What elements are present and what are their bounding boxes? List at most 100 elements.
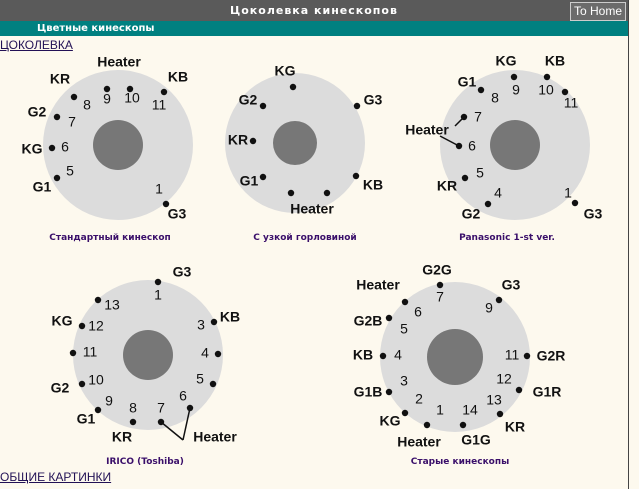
pin-number: 4 [201, 345, 209, 361]
to-home-button[interactable]: To Home [569, 2, 626, 21]
pin-dot [561, 88, 569, 96]
pin-number: 7 [68, 114, 76, 130]
section-header: Цветные кинескопы [0, 21, 628, 36]
pin-label: G1B [354, 384, 383, 400]
pin-dot [353, 102, 361, 110]
pin-label: KB [353, 347, 373, 363]
neck-key [490, 120, 540, 170]
pin-number: 10 [124, 90, 140, 106]
pin-number: 12 [496, 371, 512, 387]
pin-dot [385, 314, 393, 322]
pin-label: G2 [462, 206, 481, 222]
pin-label: Heater [193, 429, 237, 445]
pin-label: G3 [502, 277, 521, 293]
pin-number: 5 [66, 163, 74, 179]
pin-dot [186, 404, 194, 412]
pin-dot [78, 322, 86, 330]
heater-lead-line [439, 135, 460, 147]
pin-number: 10 [88, 372, 104, 388]
pin-label: KG [380, 413, 401, 429]
pin-number: 6 [179, 388, 187, 404]
pin-label: G2R [537, 348, 566, 364]
pin-number: 4 [394, 347, 402, 363]
neck-key [123, 330, 173, 380]
pin-number: 3 [197, 317, 205, 333]
pin-dot [209, 380, 217, 388]
caption-narrow-neck: С узкой горловиной [253, 233, 357, 243]
pin-dot [69, 349, 77, 357]
pin-number: 1 [436, 402, 444, 418]
pin-number: 7 [436, 289, 444, 305]
pin-dot [126, 85, 134, 93]
pin-dot [379, 352, 387, 360]
pin-dot [249, 137, 257, 145]
pin-label: G2 [239, 92, 258, 108]
right-border [628, 0, 639, 489]
pin-dot [323, 189, 331, 197]
pin-number: 7 [157, 400, 165, 416]
pin-number: 5 [196, 371, 204, 387]
pin-label: G2 [51, 380, 70, 396]
pin-dot [154, 278, 162, 286]
pin-dot [259, 102, 267, 110]
pin-number: 7 [474, 109, 482, 125]
heater-lead-line [182, 407, 191, 441]
pin-dot [162, 200, 170, 208]
pin-dot [543, 73, 551, 81]
pin-dot [160, 88, 168, 96]
pin-dot [53, 113, 61, 121]
pin-label: G2G [422, 262, 452, 278]
pin-label: KR [228, 132, 248, 148]
pin-dot [515, 386, 523, 394]
pin-dot [103, 85, 111, 93]
pin-number: 11 [564, 95, 579, 111]
link-tsokolevka[interactable]: ЦОКОЛЕВКА [0, 38, 73, 52]
pin-dot [459, 421, 467, 429]
pin-number: 10 [538, 82, 554, 98]
pin-dot [401, 298, 409, 306]
pin-dot [455, 142, 463, 150]
heater-lead-line [160, 421, 184, 441]
pin-dot [210, 318, 218, 326]
pin-dot [571, 199, 579, 207]
pin-number: 9 [105, 393, 113, 409]
pin-label: Heater [397, 434, 441, 450]
pin-number: 13 [104, 297, 120, 313]
pin-dot [157, 418, 165, 426]
pin-dot [436, 281, 444, 289]
pin-label: G1 [458, 74, 477, 90]
pin-number: 4 [494, 185, 502, 201]
pin-number: 6 [468, 138, 476, 154]
pin-label: KB [545, 53, 565, 69]
pin-number: 8 [83, 97, 91, 113]
pin-number: 1 [155, 181, 163, 197]
link-general-pictures[interactable]: ОБЩИЕ КАРТИНКИ [0, 470, 112, 484]
pin-dot [523, 352, 531, 360]
page-title: Цоколевка кинескопов [230, 4, 398, 17]
neck-key [427, 329, 483, 385]
pin-number: 11 [505, 347, 520, 363]
pin-number: 9 [485, 300, 493, 316]
pin-dot [477, 86, 485, 94]
pin-dot [401, 409, 409, 417]
pin-label: KB [363, 177, 383, 193]
pin-dot [385, 388, 393, 396]
pin-label: Heater [290, 201, 334, 217]
pin-dot [78, 380, 86, 388]
pin-dot [495, 296, 503, 304]
pin-dot [460, 113, 468, 121]
pin-number: 11 [152, 97, 167, 113]
pin-label: KG [22, 141, 43, 157]
pin-label: G1G [461, 432, 491, 448]
pin-number: 11 [83, 344, 98, 360]
pin-label: KR [505, 419, 525, 435]
pin-number: 3 [400, 373, 408, 389]
pin-number: 12 [88, 318, 104, 334]
pin-label: G2B [354, 313, 383, 329]
neck-key [93, 120, 143, 170]
pin-label: G3 [364, 92, 383, 108]
